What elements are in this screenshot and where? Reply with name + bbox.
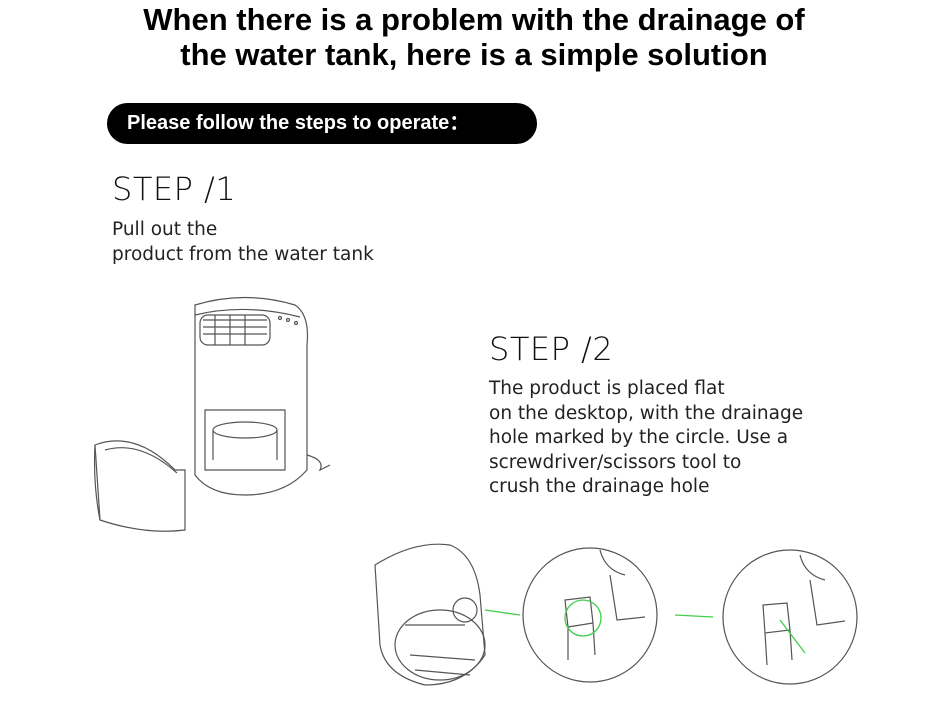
- step-1-line: Pull out the: [112, 219, 218, 240]
- tool-pointer-icon: [779, 619, 806, 654]
- title-line-1: When there is a problem with the drainag…: [143, 2, 805, 37]
- arrow-icon: [484, 609, 521, 616]
- step-1-line: product from the water tank: [112, 243, 374, 265]
- step-2-line: The product is placed flat: [489, 378, 725, 399]
- step-2-text: The product is placed flat on the deskto…: [489, 377, 803, 500]
- page-title: When there is a problem with the drainag…: [0, 2, 948, 72]
- step-2-line: crush the drainage hole: [489, 476, 710, 497]
- drainage-hole-illustration: [374, 543, 858, 686]
- step-1-text: Pull out the product from the water tank: [112, 218, 374, 267]
- dehumidifier-illustration: [93, 296, 331, 532]
- step-2-line: hole marked by the circle. Use a: [489, 427, 789, 448]
- step-2-heading: STEP /2: [489, 330, 614, 368]
- step-2-line: screwdriver/scissors tool to: [489, 451, 742, 473]
- title-line-2: the water tank, here is a simple solutio…: [180, 37, 768, 72]
- step-1-heading: STEP /1: [112, 170, 237, 208]
- steps-banner: Please follow the steps to operate：: [107, 103, 537, 144]
- step-2-line: on the desktop, with the drainage: [489, 402, 804, 424]
- arrow-icon: [674, 614, 714, 618]
